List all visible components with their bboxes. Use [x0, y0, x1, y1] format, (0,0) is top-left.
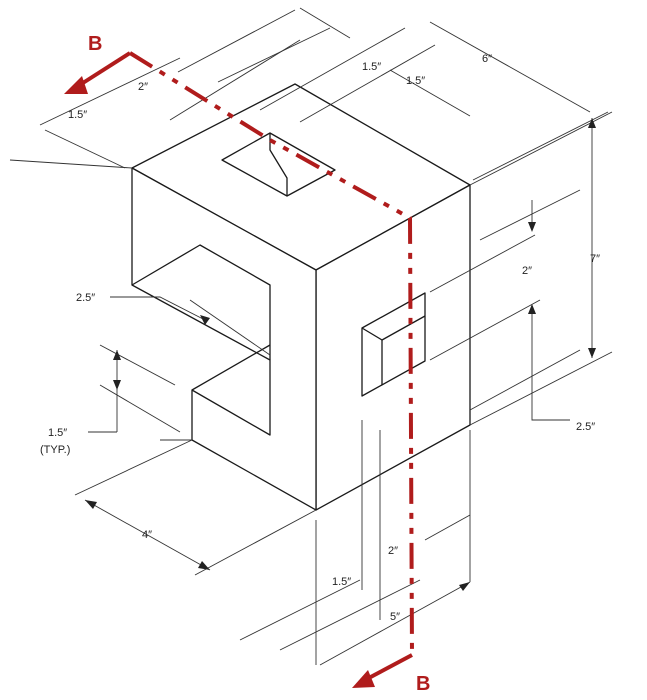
dim-slot-depth: 2.5″ — [76, 292, 95, 304]
dim-typ-note: (TYP.) — [40, 444, 70, 456]
slot-top-edge — [131, 244, 271, 360]
slot-bottom-edge — [191, 344, 271, 391]
section-arrowhead-top — [64, 76, 88, 94]
dim-bottom-hole-offset: 2″ — [388, 545, 398, 557]
dim-side-hole-height: 2″ — [522, 265, 532, 277]
dimension-lines — [9, 7, 613, 666]
section-arrow-bottom — [364, 653, 413, 682]
section-label-bottom: B — [416, 673, 430, 695]
dim-typ-thickness: 1.5″ — [48, 427, 67, 439]
section-label-top: B — [88, 33, 102, 55]
dim-top-hole-width: 1.5″ — [362, 61, 381, 73]
section-line-bb: B B — [64, 33, 430, 695]
dim-top-overall: 6″ — [482, 53, 492, 65]
dim-bottom-thickness: 1.5″ — [332, 576, 351, 588]
dim-bottom-overall: 5″ — [390, 611, 400, 623]
dim-top-hole-offset: 1.5″ — [406, 75, 425, 87]
dim-left-thickness: 1.5″ — [68, 109, 87, 121]
dim-top-depth-left: 2″ — [138, 81, 148, 93]
dim-height-overall: 7″ — [590, 253, 600, 265]
dimension-labels: 2″ 1.5″ 1.5″ 6″ 1.5″ 7″ 2″ 2.5″ 2.5″ 1.5… — [40, 53, 600, 623]
dim-side-hole-bottom: 2.5″ — [576, 421, 595, 433]
section-arrow-top — [73, 51, 132, 90]
dim-front-width: 4″ — [142, 529, 152, 541]
cutting-plane-line — [128, 51, 414, 656]
section-arrowhead-bottom — [352, 670, 375, 688]
